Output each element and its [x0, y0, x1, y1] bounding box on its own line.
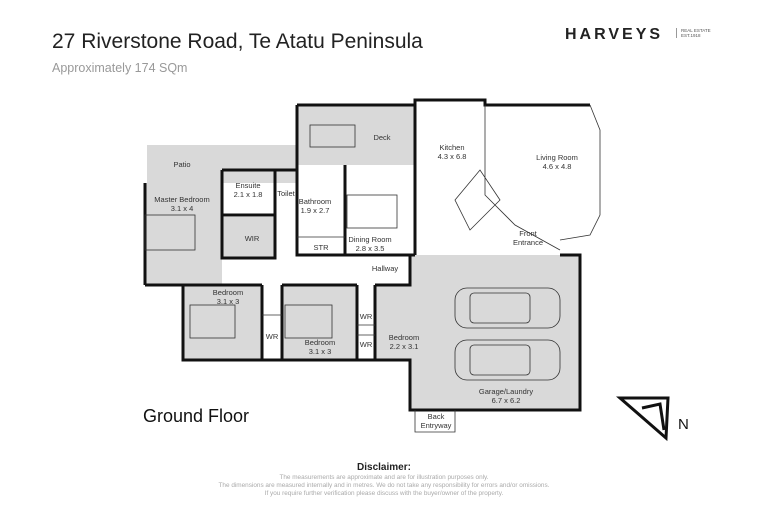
room-label: WR	[360, 312, 373, 321]
room-size: 4.3 x 6.8	[438, 152, 467, 161]
master-bedroom-area	[145, 183, 222, 285]
room-label: Master Bedroom	[154, 195, 209, 204]
room-label: Patio	[173, 160, 190, 169]
bed-icon	[189, 304, 236, 339]
room-size: 3.1 x 3	[309, 347, 332, 356]
brand-logo-sub: REAL ESTATE EST.1918	[676, 28, 711, 38]
page-title: 27 Riverstone Road, Te Atatu Peninsula	[52, 30, 423, 53]
room-label: Deck	[373, 133, 390, 142]
room-size: 3.1 x 4	[171, 204, 194, 213]
bedroom-4-area	[375, 285, 410, 360]
room-size: 6.7 x 6.2	[492, 396, 521, 405]
room-label: Kitchen	[439, 143, 464, 152]
room-size: 1.9 x 2.7	[301, 206, 330, 215]
room-label: Bedroom	[389, 333, 419, 342]
room-size: 2.8 x 3.5	[356, 244, 385, 253]
room-label: Living Room	[536, 153, 578, 162]
garage-area	[410, 255, 580, 410]
car-icon	[454, 287, 561, 329]
room-label: STR	[314, 243, 330, 252]
room-label: WR	[360, 340, 373, 349]
brand-logo: HARVEYS	[565, 26, 664, 43]
room-label: Ensuite	[235, 181, 260, 190]
room-label: Back	[428, 412, 445, 421]
deck-area	[297, 105, 415, 165]
room-size: 2.2 x 3.1	[390, 342, 419, 351]
floor-label: Ground Floor	[143, 406, 250, 426]
dining-table-icon	[346, 194, 398, 229]
room-label: Dining Room	[348, 235, 391, 244]
room-label: Bedroom	[305, 338, 335, 347]
bed-icon	[144, 214, 196, 251]
room-label: Entryway	[421, 421, 452, 430]
disclaimer-title: Disclaimer:	[357, 462, 411, 473]
interior-lines	[262, 104, 601, 433]
room-label: Entrance	[513, 238, 543, 247]
room-label: WIR	[245, 234, 260, 243]
room-label: Hallway	[372, 264, 399, 273]
room-size: 3.1 x 3	[217, 297, 240, 306]
area-subtitle: Approximately 174 SQm	[52, 61, 188, 75]
wir-area	[222, 217, 275, 258]
north-label: N	[678, 416, 689, 433]
car-icon	[454, 339, 561, 381]
bedroom-2-area	[183, 285, 262, 360]
bedroom-3-area	[282, 285, 357, 360]
room-label: WR	[266, 332, 279, 341]
room-size: 4.6 x 4.8	[543, 162, 572, 171]
room-label: Bedroom	[213, 288, 243, 297]
disclaimer-line: The dimensions are measured internally a…	[218, 482, 550, 489]
room-label: Toilet	[277, 189, 295, 198]
room-label: Bathroom	[299, 197, 332, 206]
room-label: Front	[519, 229, 537, 238]
bed-icon	[284, 304, 333, 339]
disclaimer-line: The measurements are approximate and are…	[279, 474, 489, 481]
room-label: Garage/Laundry	[479, 387, 533, 396]
north-arrow-icon	[615, 396, 670, 442]
deck-table-icon	[309, 124, 356, 148]
room-size: 2.1 x 1.8	[234, 190, 263, 199]
disclaimer-line: If you require further verification plea…	[264, 490, 504, 497]
